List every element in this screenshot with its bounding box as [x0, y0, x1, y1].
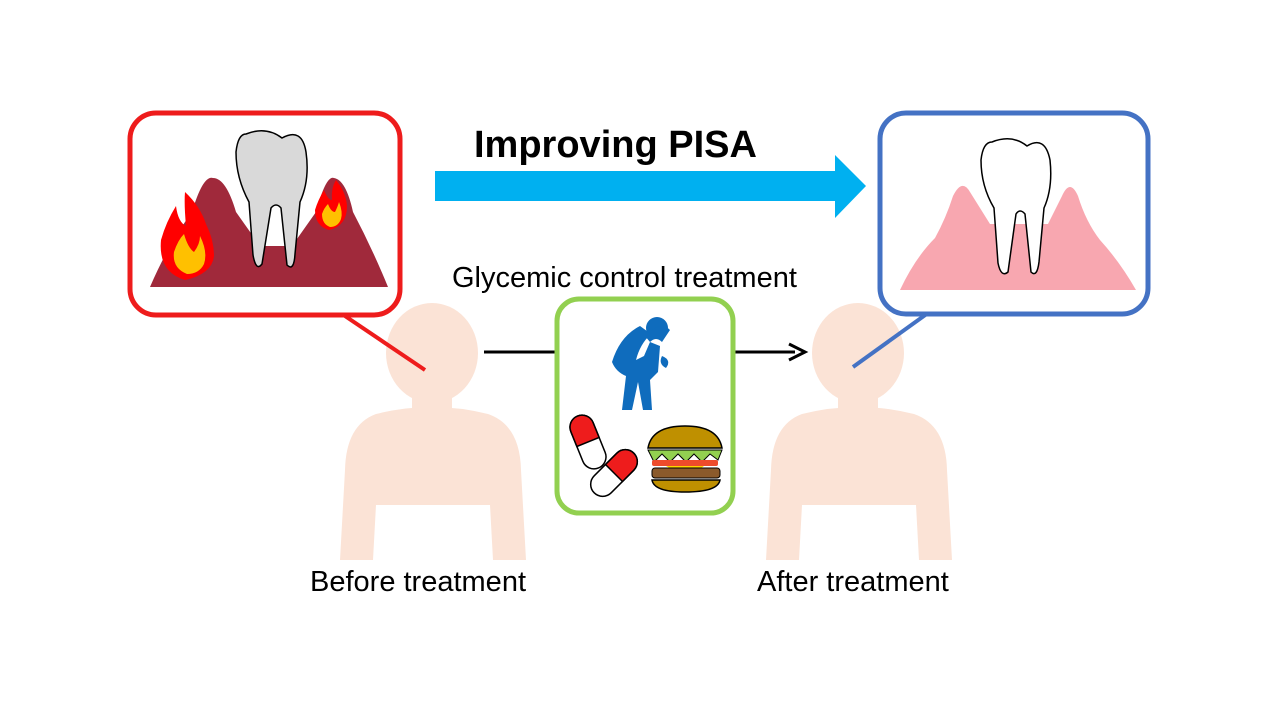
diagram-title: Improving PISA	[474, 124, 757, 166]
flame-icon	[160, 192, 214, 280]
flow-arrowhead	[788, 342, 809, 362]
inflamed-tooth-icon	[235, 130, 308, 268]
person-before-silhouette	[340, 303, 526, 560]
treatment-label: Glycemic control treatment	[452, 262, 797, 294]
healthy-tooth-icon	[980, 138, 1052, 275]
after-pointer-line	[851, 311, 930, 369]
capsule-pill-icon	[569, 414, 607, 470]
improvement-arrow	[435, 155, 866, 218]
exercise-person-icon	[612, 317, 670, 410]
capsule-pill-icon	[589, 448, 639, 498]
before-pointer-line	[343, 314, 427, 372]
flame-icon	[315, 180, 347, 230]
person-after-silhouette	[766, 303, 952, 560]
hamburger-icon	[647, 425, 723, 493]
healthy-gum-icon	[900, 185, 1136, 290]
before-treatment-label: Before treatment	[310, 566, 526, 598]
after-treatment-label: After treatment	[757, 566, 949, 598]
